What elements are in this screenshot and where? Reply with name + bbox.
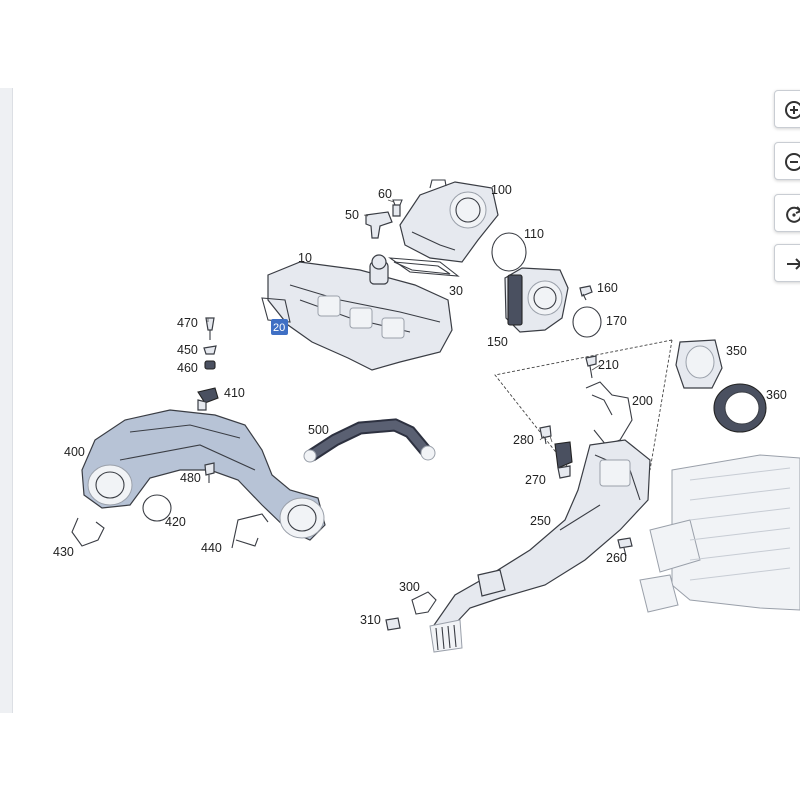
intake-sensor-part[interactable] (197, 387, 219, 411)
callout-200[interactable]: 200 (632, 394, 653, 408)
callout-480[interactable]: 480 (180, 471, 201, 485)
callout-30[interactable]: 30 (449, 284, 463, 298)
reset-view-button[interactable] (774, 194, 800, 232)
callout-210[interactable]: 210 (598, 358, 619, 372)
callout-60[interactable]: 60 (378, 187, 392, 201)
callout-270[interactable]: 270 (525, 473, 546, 487)
callout-460[interactable]: 460 (177, 361, 198, 375)
seal-ring-170-part[interactable] (572, 306, 602, 338)
wire-bracket-440-part[interactable] (231, 513, 269, 549)
bolt-480-part[interactable] (204, 462, 215, 483)
air-intake-duct-part[interactable] (81, 409, 326, 541)
expand-button[interactable] (774, 244, 800, 282)
charge-pipe-part[interactable] (429, 439, 651, 653)
callout-100[interactable]: 100 (491, 183, 512, 197)
callout-430[interactable]: 430 (53, 545, 74, 559)
callout-420[interactable]: 420 (165, 515, 186, 529)
callout-470[interactable]: 470 (177, 316, 198, 330)
throttle-gasket-part[interactable] (388, 257, 460, 277)
callout-350[interactable]: 350 (726, 344, 747, 358)
clip-part[interactable] (411, 591, 437, 615)
coupling-ring-part[interactable] (713, 383, 767, 433)
callout-260[interactable]: 260 (606, 551, 627, 565)
gasket-part[interactable] (261, 297, 291, 323)
o-ring-part[interactable] (491, 232, 527, 272)
arrow-right-icon (787, 258, 800, 270)
zoom-out-button[interactable] (774, 142, 800, 180)
bolt-260-part[interactable] (617, 537, 633, 557)
callout-10[interactable]: 10 (298, 251, 312, 265)
duct-o-ring-part[interactable] (142, 494, 172, 522)
bolt-470-part[interactable] (205, 317, 215, 340)
callout-400[interactable]: 400 (64, 445, 85, 459)
callout-160[interactable]: 160 (597, 281, 618, 295)
callout-150[interactable]: 150 (487, 335, 508, 349)
left-panel-edge (0, 88, 13, 713)
callout-20[interactable]: 20 (273, 322, 285, 334)
pressure-sensor-part[interactable] (554, 441, 573, 479)
callout-50[interactable]: 50 (345, 208, 359, 222)
parts-diagram[interactable]: 10 20 30 50 60 100 110 150 160 170 200 2… (13, 88, 800, 713)
throttle-housing-part[interactable] (399, 179, 499, 263)
bolt-210-part[interactable] (585, 355, 597, 379)
vent-hose-part[interactable] (303, 418, 436, 463)
bolt-280-part[interactable] (539, 425, 552, 445)
rotate-icon (786, 206, 800, 223)
callout-20-highlight[interactable] (271, 319, 288, 335)
callout-170[interactable]: 170 (606, 314, 627, 328)
wire-bracket-430-part[interactable] (71, 517, 105, 547)
plus-magnifier-icon (785, 101, 800, 119)
air-flow-adapter-part[interactable] (675, 339, 723, 389)
bolt-160-part[interactable] (579, 285, 593, 301)
intake-manifold-part[interactable] (267, 254, 453, 371)
throttle-body-part[interactable] (504, 267, 569, 333)
callout-360[interactable]: 360 (766, 388, 787, 402)
clip-460-part[interactable] (204, 360, 216, 370)
parts-diagram-svg: 10 20 30 50 60 100 110 150 160 170 200 2… (53, 179, 800, 653)
callout-450[interactable]: 450 (177, 343, 198, 357)
sensor-part[interactable] (365, 199, 403, 239)
callout-440[interactable]: 440 (201, 541, 222, 555)
zoom-in-button[interactable] (774, 90, 800, 128)
callout-300[interactable]: 300 (399, 580, 420, 594)
callout-250[interactable]: 250 (530, 514, 551, 528)
callout-500[interactable]: 500 (308, 423, 329, 437)
grommet-450-part[interactable] (203, 345, 217, 355)
screw-310-part[interactable] (385, 617, 401, 631)
callout-410[interactable]: 410 (224, 386, 245, 400)
intercooler-part[interactable] (639, 454, 800, 613)
callout-110[interactable]: 110 (524, 227, 544, 241)
bracket-part[interactable] (585, 381, 633, 446)
callout-280[interactable]: 280 (513, 433, 534, 447)
minus-magnifier-icon (785, 153, 800, 171)
callout-310[interactable]: 310 (360, 613, 381, 627)
